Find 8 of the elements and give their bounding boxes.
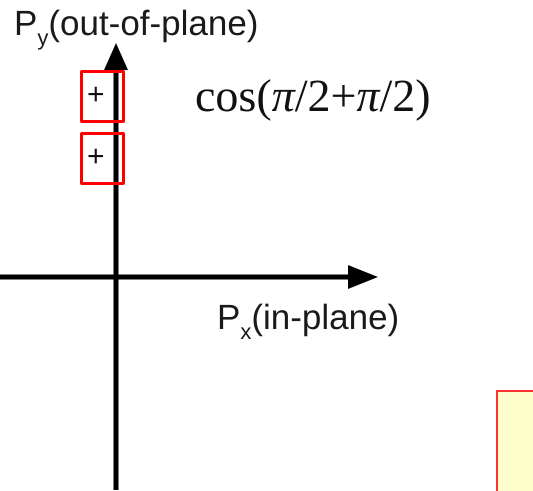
note-box <box>496 390 533 491</box>
sign-box <box>80 132 125 185</box>
formula: cos(π/2+π/2) <box>195 70 431 122</box>
axis-label: P$_{y}$(out-of-plane) <box>14 4 258 52</box>
sign-symbol: + <box>87 139 105 175</box>
sign-symbol: + <box>87 77 105 113</box>
sign-box <box>80 70 125 123</box>
axis-label: P$_{x}$(in-plane) <box>217 298 400 346</box>
